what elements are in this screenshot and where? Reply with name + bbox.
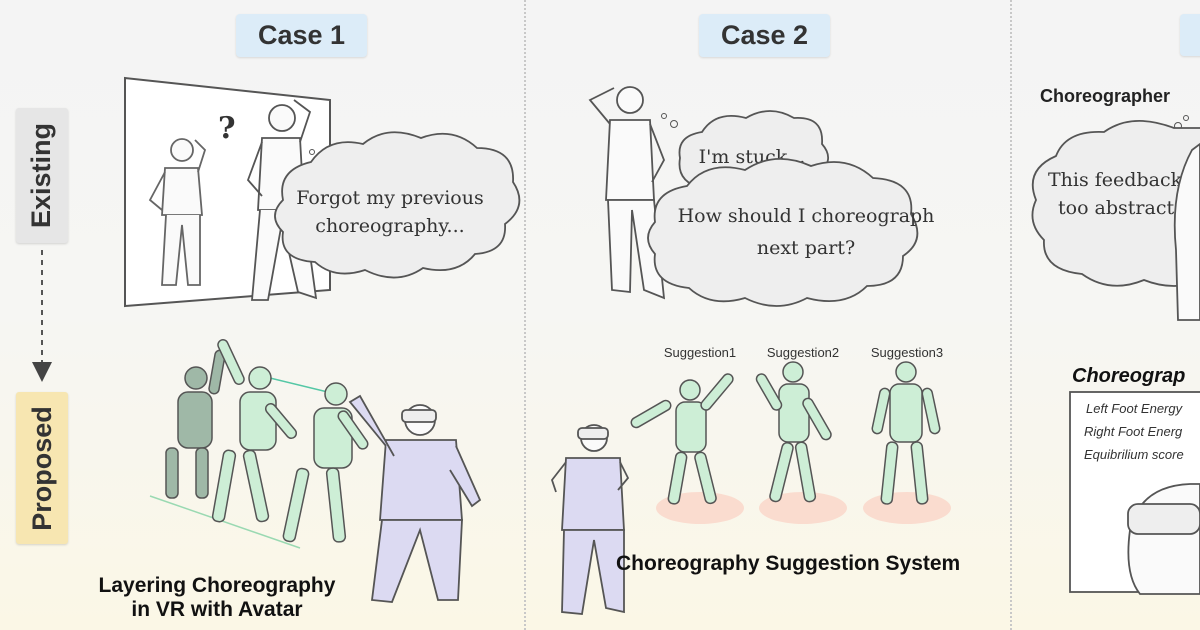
metric-equilibrium: Equibrilium score	[1084, 447, 1184, 462]
suggestion-1-label: Suggestion1	[664, 345, 736, 360]
proposed-label: Proposed	[16, 392, 68, 544]
case-1-label: Case 1	[236, 14, 368, 57]
choreographer-label: Choreographer	[1040, 86, 1170, 106]
case-2-caption: Choreography Suggestion System	[616, 552, 961, 575]
divider-1	[524, 0, 526, 630]
feedback-panel-title: Choreograp	[1072, 365, 1185, 387]
metric-left-foot: Left Foot Energy	[1086, 401, 1184, 416]
case-3-label	[1180, 14, 1200, 56]
svg-text:?: ?	[218, 111, 236, 146]
svg-text:Forgot my previous: Forgot my previous	[296, 187, 483, 209]
existing-label: Existing	[16, 108, 68, 243]
suggestion-avatars	[550, 361, 951, 615]
divider-2	[1010, 0, 1012, 630]
svg-text:too abstract...: too abstract...	[1058, 197, 1192, 219]
svg-text:choreography...: choreography...	[315, 215, 464, 237]
thought-bubble-3: This feedback is too abstract...	[1031, 119, 1200, 287]
thought-bubble-1: Forgot my previous choreography...	[274, 131, 521, 279]
suggestion-2-label: Suggestion2	[767, 345, 839, 360]
metric-right-foot: Right Foot Energ	[1084, 424, 1183, 439]
case-2-label: Case 2	[699, 14, 831, 57]
thought-bubble-2: How should I choreograph next part?	[647, 157, 935, 307]
feedback-panel: Left Foot Energy Right Foot Energ Equibr…	[1069, 391, 1200, 595]
stuck-dancer	[588, 86, 666, 300]
mirror-scene: ?	[124, 76, 331, 308]
suggestion-3-label: Suggestion3	[871, 345, 943, 360]
avatar-layers	[149, 339, 482, 603]
svg-text:This feedback is: This feedback is	[1048, 169, 1200, 191]
case-1-caption: Layering Choreography in VR with Avatar	[98, 574, 336, 621]
svg-text:next part?: next part?	[757, 237, 855, 259]
svg-text:How should I choreograph: How should I choreograph	[678, 205, 935, 227]
choreographer-figure	[1173, 142, 1200, 321]
